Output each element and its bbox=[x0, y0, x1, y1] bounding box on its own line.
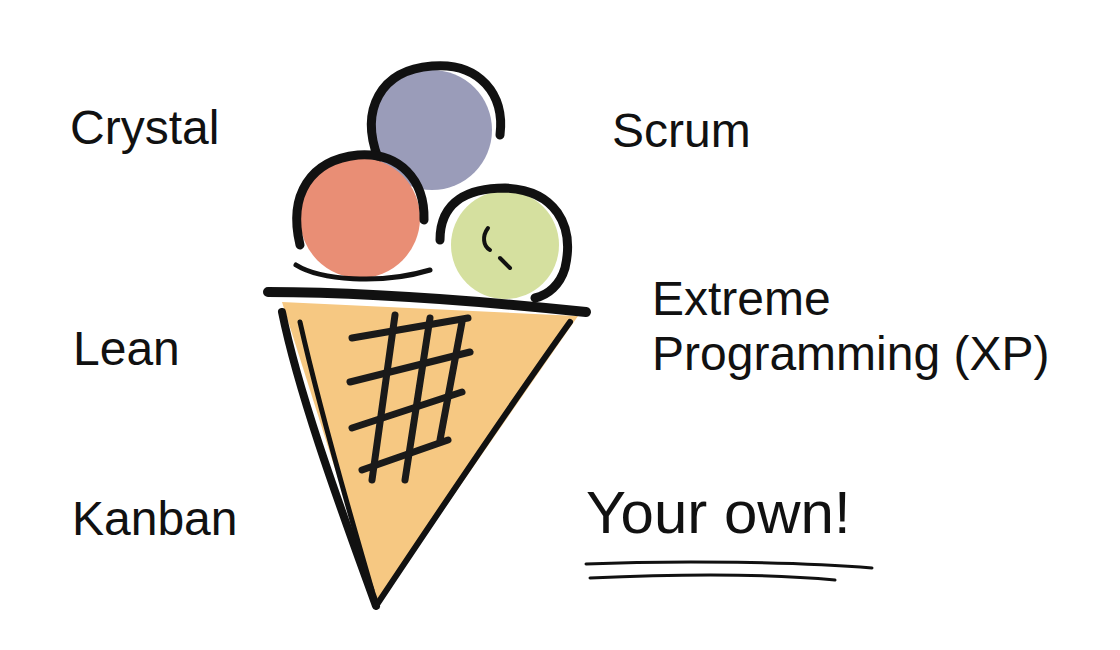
green-scoop bbox=[451, 191, 559, 299]
method-label: Lean bbox=[73, 321, 273, 376]
cone-outline-right bbox=[376, 322, 570, 606]
green-scoop-mark bbox=[500, 258, 510, 268]
underline-stroke bbox=[590, 575, 835, 580]
orange-scoop-outline bbox=[297, 155, 424, 245]
cone-fill bbox=[282, 302, 578, 604]
call-to-action-label: Your own! bbox=[586, 478, 986, 547]
method-label: Crystal bbox=[70, 100, 290, 155]
method-label: Extreme Programming (XP) bbox=[652, 271, 1107, 381]
cone-outline-left bbox=[282, 312, 376, 606]
purple-scoop-outline bbox=[372, 66, 501, 158]
cone-rim bbox=[268, 292, 586, 312]
underline-stroke bbox=[586, 562, 872, 568]
method-label: Scrum bbox=[612, 103, 872, 158]
cone-outline-inner bbox=[300, 322, 372, 590]
orange-scoop-base bbox=[296, 265, 430, 279]
cone-waffle bbox=[350, 315, 470, 480]
green-scoop-mark bbox=[484, 228, 490, 250]
green-scoop-outline bbox=[440, 188, 568, 298]
method-label: Kanban bbox=[72, 491, 312, 546]
